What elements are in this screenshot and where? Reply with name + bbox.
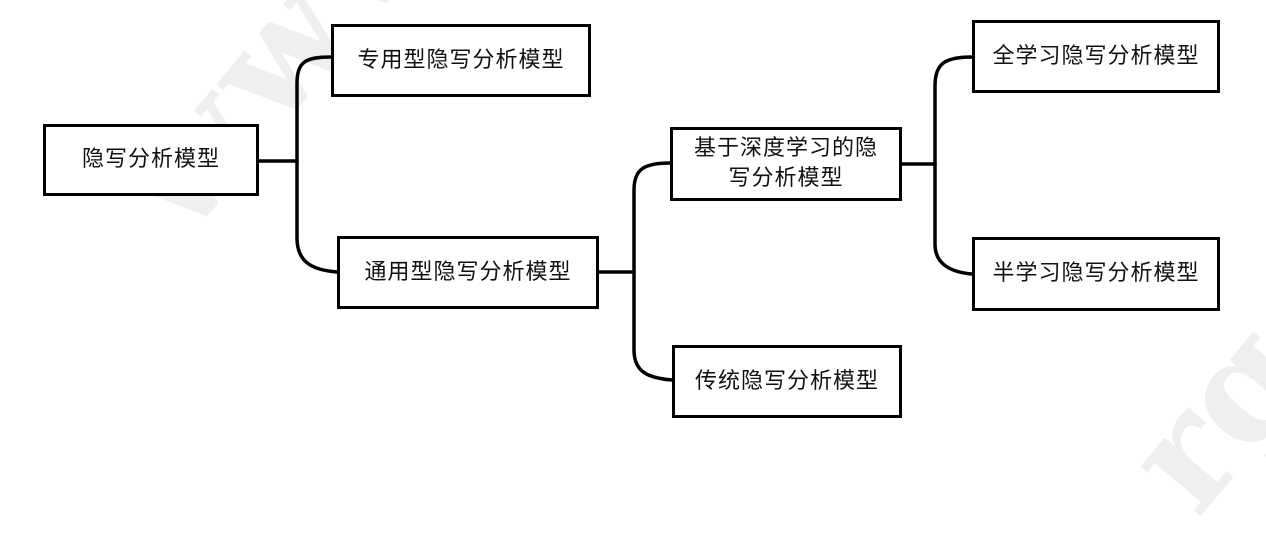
node-label: 通用型隐写分析模型 — [364, 259, 572, 285]
tree-connectors — [257, 55, 974, 382]
node-label: 全学习隐写分析模型 — [992, 43, 1200, 69]
node-label: 隐写分析模型 — [81, 147, 220, 172]
connector-root-bracket — [295, 55, 339, 274]
node-semi-learning-steganalysis-model: 半学习隐写分析模型 — [972, 237, 1220, 311]
node-label: 传统隐写分析模型 — [694, 368, 879, 394]
node-steganalysis-model: 隐写分析模型 — [43, 124, 259, 196]
node-label: 半学习隐写分析模型 — [992, 261, 1200, 286]
node-deep-learning-steganalysis-model: 基于深度学习的隐 写分析模型 — [670, 127, 902, 201]
node-label: 专用型隐写分析模型 — [357, 47, 565, 73]
node-general-steganalysis-model: 通用型隐写分析模型 — [337, 236, 599, 309]
node-full-learning-steganalysis-model: 全学习隐写分析模型 — [972, 20, 1220, 93]
node-label-line-1: 基于深度学习的隐 — [693, 136, 878, 161]
connector-general-bracket — [632, 161, 674, 382]
node-label-line-2: 写分析模型 — [728, 166, 844, 191]
node-specific-steganalysis-model: 专用型隐写分析模型 — [331, 24, 591, 97]
node-traditional-steganalysis-model: 传统隐写分析模型 — [672, 345, 902, 418]
connector-deep-bracket — [933, 55, 974, 276]
